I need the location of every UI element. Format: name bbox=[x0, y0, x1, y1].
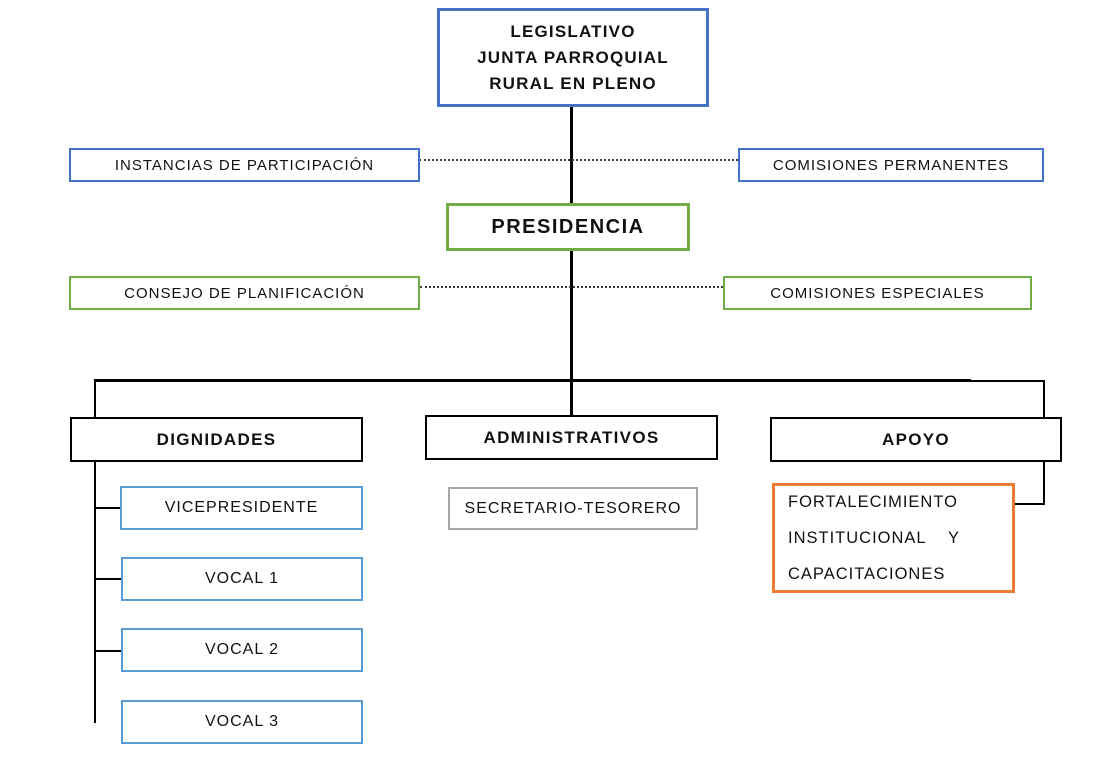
node-label: ADMINISTRATIVOS bbox=[483, 427, 660, 447]
node-secretario-tesorero: SECRETARIO-TESORERO bbox=[448, 487, 698, 530]
node-label: DIGNIDADES bbox=[156, 429, 277, 449]
node-label: INSTANCIAS DE PARTICIPACIÓN bbox=[114, 156, 375, 174]
node-comisiones-permanentes: COMISIONES PERMANENTES bbox=[738, 148, 1044, 182]
node-dignidades: DIGNIDADES bbox=[70, 417, 363, 462]
connector-rail-vocal2 bbox=[96, 650, 122, 652]
dignidades-children-rail bbox=[94, 462, 96, 723]
node-presidencia: PRESIDENCIA bbox=[446, 203, 690, 251]
node-vocal-3: VOCAL 3 bbox=[121, 700, 363, 744]
connector-legislativo-presidencia bbox=[570, 107, 573, 203]
connector-apoyo-down bbox=[1043, 462, 1045, 505]
branch-horizontal-extension bbox=[970, 380, 1045, 382]
node-label: PRESIDENCIA bbox=[491, 215, 645, 238]
node-label: LEGISLATIVO JUNTA PARROQUIAL RURAL EN PL… bbox=[477, 21, 669, 93]
node-comisiones-especiales: COMISIONES ESPECIALES bbox=[723, 276, 1032, 310]
node-label: COMISIONES ESPECIALES bbox=[770, 284, 985, 302]
node-vocal-2: VOCAL 2 bbox=[121, 628, 363, 672]
node-label: COMISIONES PERMANENTES bbox=[772, 156, 1010, 174]
node-label: VOCAL 1 bbox=[205, 570, 279, 587]
connector-branch-apoyo bbox=[1043, 380, 1045, 417]
node-fortalecimiento-institucional: FORTALECIMIENTO INSTITUCIONAL Y CAPACITA… bbox=[772, 483, 1015, 593]
node-label: VOCAL 3 bbox=[205, 713, 279, 730]
node-administrativos: ADMINISTRATIVOS bbox=[425, 415, 718, 460]
node-label: FORTALECIMIENTO INSTITUCIONAL Y CAPACITA… bbox=[788, 493, 961, 583]
node-label: CONSEJO DE PLANIFICACIÓN bbox=[124, 284, 365, 302]
node-label: VOCAL 2 bbox=[205, 641, 279, 658]
node-vocal-1: VOCAL 1 bbox=[121, 557, 363, 601]
branch-horizontal-line bbox=[94, 379, 971, 382]
connector-rail-vocal1 bbox=[96, 578, 122, 580]
connector-branch-dignidades bbox=[94, 379, 96, 417]
connector-presidencia-branch bbox=[570, 251, 573, 415]
dotted-connector-instancias-comisiones-permanentes bbox=[419, 159, 738, 161]
connector-apoyo-fortalecimiento bbox=[1015, 503, 1045, 505]
node-apoyo: APOYO bbox=[770, 417, 1062, 462]
dotted-connector-consejo-comisiones-especiales bbox=[420, 286, 723, 288]
node-label: SECRETARIO-TESORERO bbox=[464, 499, 682, 517]
node-label: VICEPRESIDENTE bbox=[164, 499, 319, 516]
node-legislativo-junta-parroquial: LEGISLATIVO JUNTA PARROQUIAL RURAL EN PL… bbox=[437, 8, 709, 107]
node-consejo-de-planificacion: CONSEJO DE PLANIFICACIÓN bbox=[69, 276, 420, 310]
node-instancias-de-participacion: INSTANCIAS DE PARTICIPACIÓN bbox=[69, 148, 420, 182]
connector-rail-vicepresidente bbox=[96, 507, 121, 509]
node-label: APOYO bbox=[882, 429, 950, 449]
node-vicepresidente: VICEPRESIDENTE bbox=[120, 486, 363, 530]
